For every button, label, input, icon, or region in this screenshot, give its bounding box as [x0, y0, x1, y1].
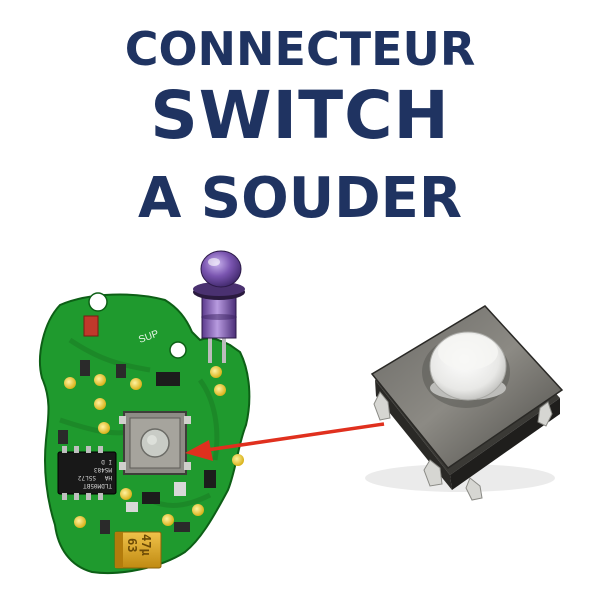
capacitor-value: 47µ: [139, 534, 153, 556]
mounting-hole: [169, 341, 187, 359]
chip-text-line: TLDM05BT: [83, 482, 112, 489]
chip-text-line: MS483: [94, 466, 112, 473]
solder-pads: [64, 366, 244, 528]
tactile-switch: [365, 305, 564, 501]
arrow-left-icon: [185, 422, 385, 461]
illustration: SUP: [39, 250, 564, 574]
tantalum-capacitor: 47µ 63: [114, 531, 162, 569]
board-switch: [119, 411, 191, 475]
capacitor-code: 63: [125, 538, 139, 552]
title-line-connecteur: CONNECTEUR: [124, 22, 476, 76]
chip-text-line: I D: [101, 458, 112, 465]
chip-text-line: S5L72: [78, 474, 96, 481]
smd-components: [58, 315, 216, 534]
led-component: [193, 250, 245, 363]
chip-text-line: HA: [104, 474, 112, 481]
title-line-a-souder: A SOUDER: [137, 166, 463, 231]
title-line-switch: SWITCH: [150, 77, 450, 154]
ic-chip: TLDM05BT HA S5L72 MS483 I D: [57, 446, 117, 500]
mounting-hole: [88, 292, 108, 312]
